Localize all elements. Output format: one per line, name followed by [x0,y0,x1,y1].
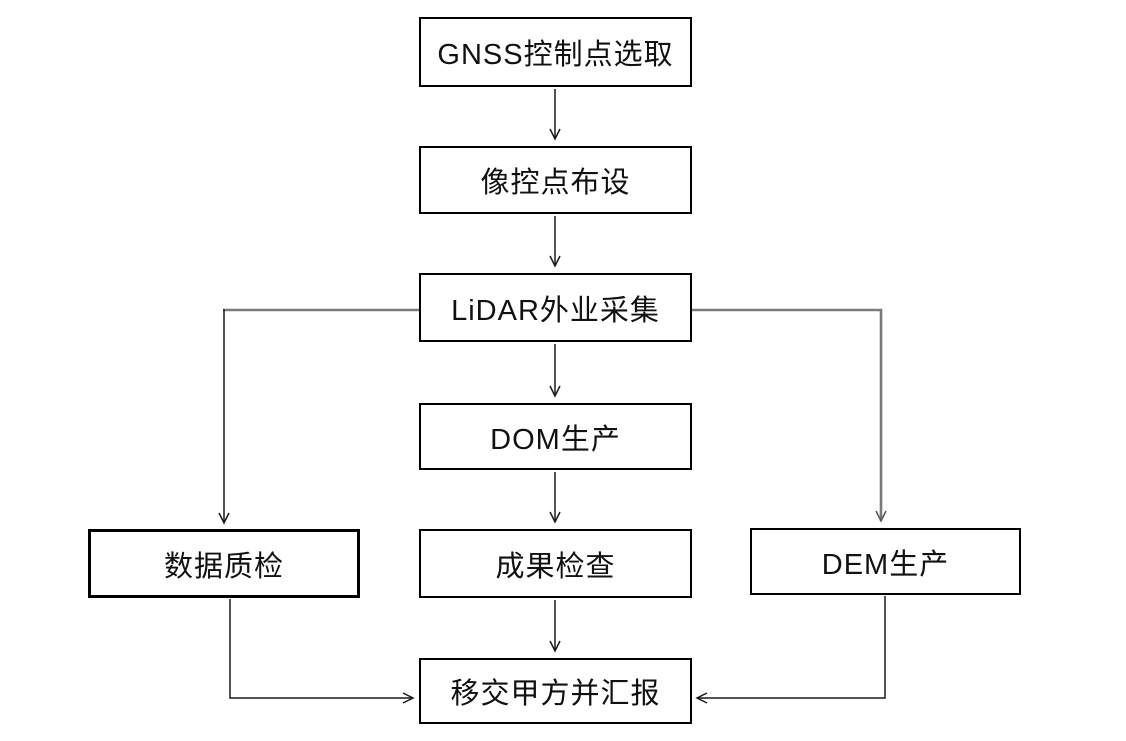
node-label: GNSS控制点选取 [437,39,674,71]
node-result-inspection: 成果检查 [419,529,692,598]
node-label: LiDAR外业采集 [451,294,660,327]
node-label: DEM生产 [821,548,950,581]
node-label: 成果检查 [495,550,616,583]
node-label: 移交甲方并汇报 [450,678,661,710]
node-data-quality-check: 数据质检 [88,529,360,598]
edge-dem-to-handover [695,596,886,704]
node-label: DOM生产 [490,423,621,456]
node-photo-control-point-layout: 像控点布设 [419,146,692,214]
edge-qc-to-handover [229,599,415,704]
node-gnss-control-point-selection: GNSS控制点选取 [419,17,692,87]
node-dom-production: DOM生产 [419,403,692,470]
node-label: 数据质检 [163,550,284,583]
edge-lidar-to-dem [692,308,887,523]
node-handover-and-report: 移交甲方并汇报 [419,658,692,724]
node-label: 像控点布设 [480,167,631,199]
node-lidar-field-collection: LiDAR外业采集 [419,273,692,342]
node-dem-production: DEM生产 [750,528,1021,595]
